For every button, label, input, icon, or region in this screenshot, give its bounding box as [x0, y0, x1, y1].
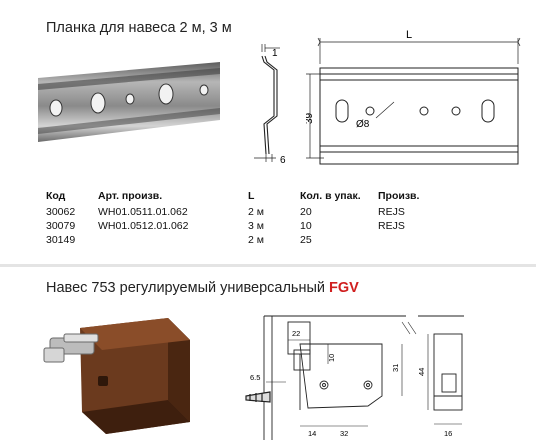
- dim-22: 22: [292, 329, 300, 338]
- rail-front-drawing: L 39 Ø8: [306, 29, 521, 165]
- cell-length: 2 м: [248, 234, 264, 246]
- cell-code: 30149: [46, 234, 76, 246]
- dim-16: 16: [444, 429, 452, 438]
- cell-manufacturer: REJS: [378, 206, 405, 218]
- spec-table: Код Арт. произв. L Кол. в упак. Произв. …: [46, 190, 438, 248]
- rail-section-title: Планка для навеса 2 м, 3 м: [46, 20, 232, 36]
- cell-length: 2 м: [248, 206, 264, 218]
- cell-article: WH01.0511.01.062: [98, 206, 188, 218]
- dim-31: 31: [391, 364, 400, 372]
- cell-manufacturer: REJS: [378, 220, 405, 232]
- spec-table-header: Код Арт. произв. L Кол. в упак. Произв.: [46, 190, 438, 206]
- cell-pack-qty: 20: [300, 206, 312, 218]
- header-article: Арт. произв.: [98, 190, 163, 202]
- cell-length: 3 м: [248, 220, 264, 232]
- dim-32: 32: [340, 429, 348, 438]
- section-divider: [0, 264, 536, 267]
- table-row: 30149 2 м 25: [46, 234, 438, 248]
- hanger-technical-drawing: 22 10 31 44 6.5 14 32 16: [245, 315, 464, 440]
- header-code: Код: [46, 190, 66, 202]
- profile-dim-top: 1: [272, 48, 278, 59]
- rail-profile-drawing: 1 6: [254, 44, 286, 166]
- hanger-section-title: Навес 753 регулируемый универсальный FGV: [46, 280, 359, 296]
- hanger-photo: [43, 318, 190, 434]
- header-pack-qty: Кол. в упак.: [300, 190, 361, 202]
- front-dim-height: 39: [306, 112, 315, 124]
- brand-label: FGV: [329, 280, 359, 296]
- cell-code: 30062: [46, 206, 76, 218]
- hanger-title-text: Навес 753 регулируемый универсальный: [46, 280, 330, 296]
- cell-article: WH01.0512.01.062: [98, 220, 189, 232]
- header-length: L: [248, 190, 255, 202]
- cell-manufacturer: [378, 234, 438, 248]
- table-row: 30079 WH01.0512.01.062 3 м 10 REJS: [46, 220, 438, 234]
- profile-dim-bottom: 6: [280, 155, 286, 166]
- dim-44: 44: [417, 368, 426, 376]
- rail-photo: [38, 62, 220, 142]
- cell-article: [98, 234, 248, 248]
- dim-14: 14: [308, 429, 316, 438]
- header-manufacturer: Произв.: [378, 190, 420, 202]
- cell-pack-qty: 25: [300, 234, 312, 246]
- cell-code: 30079: [46, 220, 76, 232]
- table-row: 30062 WH01.0511.01.062 2 м 20 REJS: [46, 206, 438, 220]
- cell-pack-qty: 10: [300, 220, 312, 232]
- dim-6-5: 6.5: [250, 373, 260, 382]
- front-dim-length: L: [406, 29, 412, 41]
- dim-10: 10: [327, 354, 336, 362]
- front-dim-hole: Ø8: [356, 119, 370, 130]
